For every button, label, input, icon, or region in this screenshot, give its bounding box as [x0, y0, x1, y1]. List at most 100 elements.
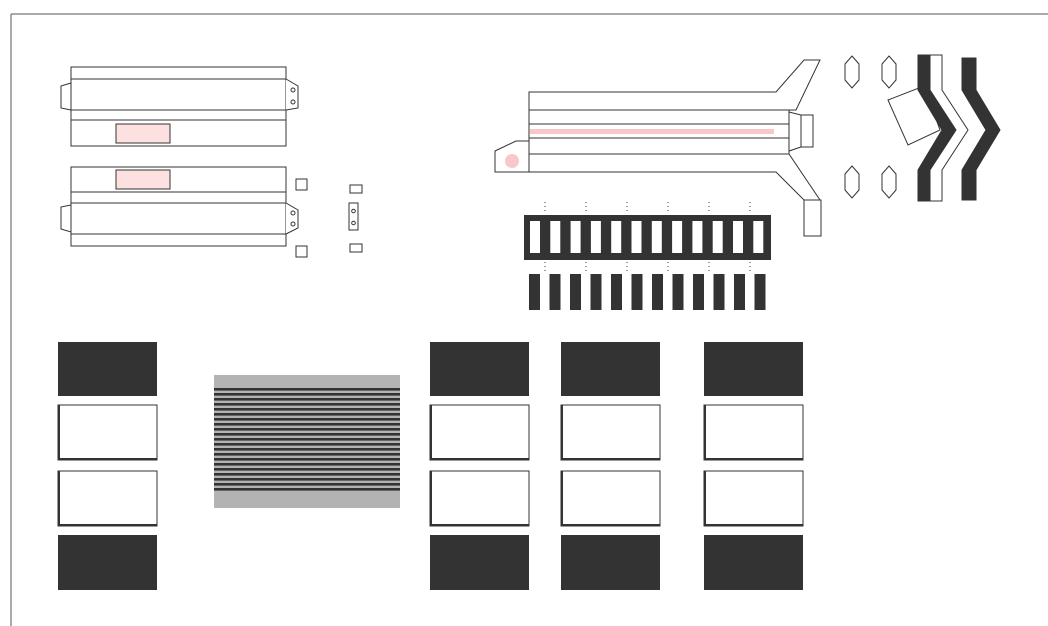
dark-panel	[430, 535, 529, 590]
dark-bar-part	[734, 274, 745, 310]
comb-slot	[550, 221, 561, 253]
arm-top-flap	[70, 66, 287, 80]
dark-panel	[58, 342, 157, 396]
dark-bar-part	[570, 274, 581, 310]
stripe	[214, 453, 400, 456]
small-pin-part	[348, 202, 359, 231]
striped-panel-base	[214, 375, 400, 508]
wing-upper-strip	[528, 109, 790, 125]
dark-bar-part	[590, 274, 602, 310]
stripe	[214, 438, 400, 441]
chevron-pieces	[887, 54, 1001, 202]
light-panel	[57, 404, 158, 461]
comb-frame	[524, 215, 771, 260]
wing-nose-tab	[800, 114, 814, 148]
column-panels	[57, 342, 804, 590]
arm-top-accent-panel	[115, 123, 171, 144]
arm-top-face	[70, 78, 287, 111]
stripe	[214, 398, 400, 401]
comb-slot	[651, 221, 662, 253]
wing-nose-joint	[788, 111, 802, 152]
small-tab-part	[349, 243, 363, 253]
stripe	[214, 478, 400, 481]
stripe	[214, 468, 400, 471]
dark-panel	[58, 535, 157, 590]
small-tab-part	[349, 184, 363, 194]
hinge-icon	[290, 210, 296, 216]
dark-bar-part	[754, 274, 766, 310]
stripe	[214, 423, 400, 426]
stripe	[214, 458, 400, 461]
stripe	[214, 388, 400, 391]
stripe	[214, 413, 400, 416]
dark-panel	[561, 342, 660, 396]
wing-accent-line	[530, 129, 774, 134]
light-panel	[429, 404, 530, 461]
small-square-part	[295, 178, 308, 191]
comb-slot	[692, 221, 703, 253]
stripe	[214, 408, 400, 411]
wing-piece	[494, 59, 822, 237]
dark-bar-part	[672, 274, 684, 310]
arm-bottom-side	[70, 191, 287, 204]
chevron-left-light	[929, 54, 969, 202]
comb-slot	[672, 221, 683, 253]
stripe	[214, 428, 400, 431]
stripe	[214, 483, 400, 486]
arm-bottom-end-tab	[60, 204, 72, 233]
stripe	[214, 393, 400, 396]
dark-bar-part	[611, 274, 622, 310]
stripe	[214, 463, 400, 466]
dark-bar-part	[693, 274, 704, 310]
light-panel	[57, 470, 158, 527]
dark-bar-part	[652, 274, 663, 310]
arm-piece-top	[60, 66, 299, 147]
dark-bar-part	[713, 274, 725, 310]
stripe	[214, 488, 400, 491]
light-panel	[560, 470, 661, 527]
comb-slot	[611, 221, 622, 253]
arm-bottom-end-cap	[285, 202, 299, 235]
hexagon-part	[844, 55, 860, 89]
arm-bottom-accent-panel	[115, 169, 171, 190]
dark-panel	[430, 342, 529, 396]
hexagon-part	[844, 165, 860, 199]
hinge-icon	[351, 208, 356, 214]
comb-slot	[733, 221, 743, 253]
stripe	[214, 443, 400, 446]
arm-top-end-cap	[285, 78, 299, 111]
comb-slot	[570, 221, 581, 253]
dark-panel	[704, 342, 803, 396]
light-panel	[703, 470, 804, 527]
light-panel	[560, 404, 661, 461]
dark-panel	[561, 535, 660, 590]
light-panel	[703, 404, 804, 461]
arm-top-side	[70, 109, 287, 121]
striped-panel	[214, 375, 400, 508]
arm-bottom-top-face	[70, 166, 287, 193]
arm-bottom-flap	[70, 233, 287, 247]
small-square-part	[295, 245, 308, 258]
dark-bar-part	[529, 274, 540, 310]
page-border	[10, 13, 1048, 626]
hinge-icon	[351, 220, 356, 226]
stripe	[214, 448, 400, 451]
comb-piece	[524, 202, 771, 272]
light-panel	[429, 470, 530, 527]
comb-slot	[712, 221, 723, 253]
stripe	[214, 403, 400, 406]
dark-bar-part	[549, 274, 561, 310]
hinge-icon	[290, 99, 296, 105]
wing-lower-flap	[803, 199, 822, 237]
dark-bar-part	[631, 274, 643, 310]
comb-bars	[529, 274, 766, 310]
arm-bottom-face	[70, 202, 287, 235]
comb-slot	[753, 221, 764, 253]
hinge-icon	[290, 221, 296, 227]
chevron-right-dark	[961, 57, 1001, 201]
comb-slot	[530, 221, 540, 253]
stripe	[214, 433, 400, 436]
hex-pieces	[844, 55, 897, 199]
arm-top-end-tab	[60, 82, 72, 111]
